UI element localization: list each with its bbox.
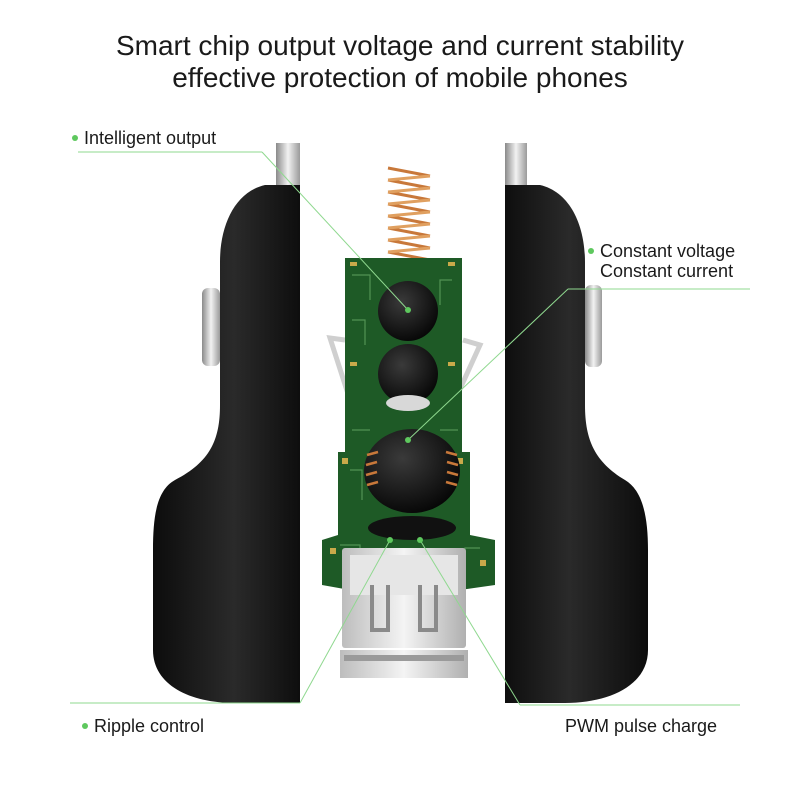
charger-right-half [505, 143, 648, 703]
callout-pwm-pulse-charge: PWM pulse charge [565, 716, 718, 736]
capacitor-middle [378, 344, 438, 404]
left-side-spring [202, 288, 220, 366]
page-subtitle: effective protection of mobile phones [172, 62, 628, 93]
callout-intelligent-output: Intelligent output [72, 127, 216, 149]
callout-constant-voltage: Constant voltage [588, 240, 735, 262]
callout-lines [70, 151, 750, 706]
contact-spring [387, 166, 431, 262]
charger-left-half [153, 143, 300, 703]
right-side-spring [585, 285, 602, 367]
callout-constant-current: Constant current [600, 261, 734, 281]
bullet-dot [588, 248, 594, 255]
page-title: Smart chip output voltage and current st… [115, 30, 685, 61]
inductor [364, 429, 460, 513]
callout-ripple-control: Ripple control [82, 715, 204, 737]
bullet-dot [82, 723, 88, 730]
bullet-dot [72, 135, 78, 142]
callout-anchor-dots [387, 307, 423, 543]
usb-port [340, 548, 468, 678]
pcb-cutaway [322, 166, 495, 678]
